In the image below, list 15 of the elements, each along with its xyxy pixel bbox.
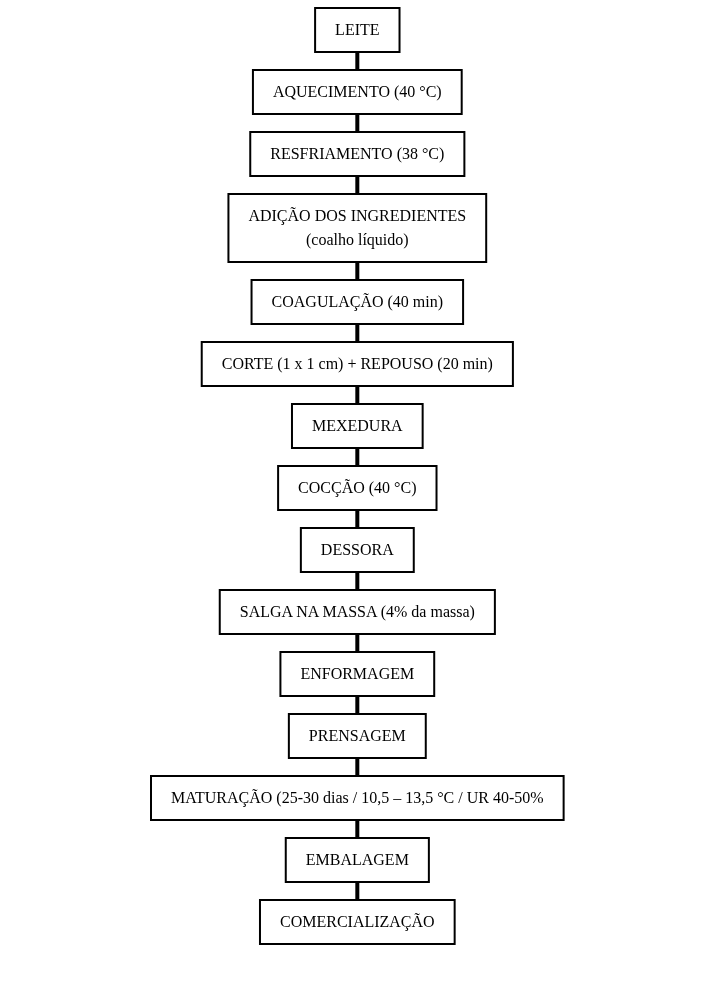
node-box: ADIÇÃO DOS INGREDIENTES (coalho líquido) — [227, 193, 488, 263]
node-box: AQUECIMENTO (40 °C) — [252, 69, 463, 115]
node-box: COMERCIALIZAÇÃO — [259, 899, 456, 945]
node-box: COCÇÃO (40 °C) — [277, 465, 438, 511]
node-box: PRENSAGEM — [288, 713, 427, 759]
node-box: MATURAÇÃO (25-30 dias / 10,5 – 13,5 °C / UR 40-50% — [150, 775, 565, 821]
node-box: EMBALAGEM — [284, 837, 431, 883]
node-box: DESSORA — [300, 527, 415, 573]
node-box: ENFORMAGEM — [279, 651, 436, 697]
node-box: MEXEDURA — [291, 403, 424, 449]
node-box: RESFRIAMENTO (38 °C) — [249, 131, 466, 177]
node-box: SALGA NA MASSA (4% da massa) — [218, 589, 497, 635]
node-box: LEITE — [314, 7, 401, 53]
node-box: CORTE (1 x 1 cm) + REPOUSO (20 min) — [200, 341, 515, 387]
node-box: COAGULAÇÃO (40 min) — [250, 279, 465, 325]
